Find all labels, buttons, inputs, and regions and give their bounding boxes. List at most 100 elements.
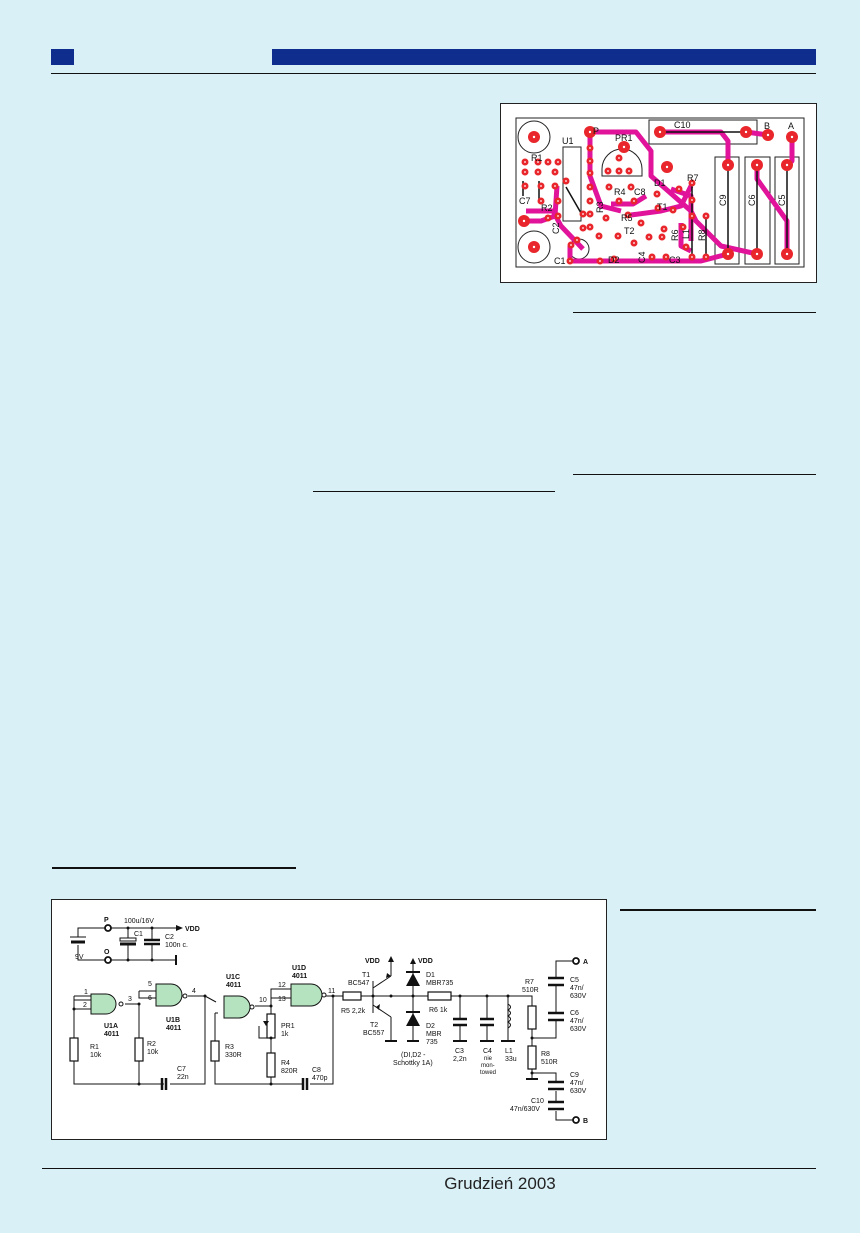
pin-label: 5 — [148, 981, 152, 988]
pcb-drill-hole — [658, 130, 662, 134]
pin-label: 1 — [84, 989, 88, 996]
pcb-drill-hole — [726, 252, 730, 256]
terminal-o — [104, 956, 112, 964]
page-number-block — [51, 49, 74, 65]
label-t2-value: BC557 — [363, 1030, 385, 1037]
pcb-drill-hole — [557, 161, 559, 163]
label-c8-value: 470p — [312, 1075, 328, 1082]
label-c4-note-2: mon- — [481, 1063, 495, 1069]
pcb-drill-hole — [547, 217, 549, 219]
pcb-drill-hole — [633, 200, 635, 202]
label-u1b: U1B — [166, 1017, 180, 1024]
label-c9-value: 47n/ — [570, 1080, 584, 1087]
pcb-drill-hole — [540, 185, 542, 187]
pcb-drill-hole — [565, 180, 567, 182]
pcb-drill-hole — [589, 186, 591, 188]
divider — [313, 491, 555, 492]
pcb-drill-hole — [617, 235, 619, 237]
pcb-drill-hole — [766, 133, 770, 137]
pcb-drill-hole — [522, 219, 526, 223]
schematic-nand-gates — [90, 983, 323, 1019]
pcb-label-r6: R6 — [670, 229, 680, 241]
label-u1c-ic: 4011 — [226, 982, 241, 989]
label-pr1-value: 1k — [281, 1031, 289, 1038]
pcb-drill-hole — [547, 161, 549, 163]
pcb-drill-hole — [618, 200, 620, 202]
label-r8: R8 — [541, 1051, 550, 1058]
pcb-drill-hole — [613, 258, 615, 260]
gate-u1d — [290, 983, 323, 1007]
label-t1: T1 — [362, 972, 370, 979]
pcb-label-c8: C8 — [634, 187, 646, 197]
label-c10-value: 47n/630V — [510, 1106, 540, 1113]
pcb-label-c5: C5 — [777, 194, 787, 206]
label-c4-note: nie — [484, 1056, 493, 1062]
label-c7-value: 22n — [177, 1074, 189, 1081]
pcb-drill-hole — [790, 135, 794, 139]
pin-label: 3 — [128, 996, 132, 1003]
pcb-drill-hole — [589, 200, 591, 202]
label-a: A — [583, 959, 588, 966]
label-diode-note-2: Schottky 1A) — [393, 1060, 433, 1067]
pcb-component-outlines — [522, 131, 788, 256]
pcb-drill-hole — [640, 222, 642, 224]
pcb-label-a: A — [788, 121, 794, 131]
label-d1: D1 — [426, 972, 435, 979]
divider — [573, 474, 816, 475]
pcb-drill-hole — [691, 199, 693, 201]
pcb-label-u1: U1 — [562, 136, 574, 146]
pcb-drill-hole — [532, 245, 536, 249]
pcb-label-pr1: PR1 — [615, 133, 633, 143]
pcb-label-c1: C1 — [554, 256, 566, 266]
pcb-drill-hole — [622, 145, 626, 149]
pcb-drill-hole — [678, 188, 680, 190]
pcb-drill-hole — [682, 226, 684, 228]
pcb-drill-hole — [628, 170, 630, 172]
label-t2: T2 — [370, 1022, 378, 1029]
schematic-figure: P O 9V 100u/16V C1 C2 100n c. VDD 1 2 3 … — [51, 899, 607, 1140]
pcb-drill-hole — [607, 170, 609, 172]
pin-label: 4 — [192, 988, 196, 995]
terminal-p — [104, 924, 112, 932]
pcb-label-l1: L1 — [681, 229, 691, 239]
label-vdd-d1: VDD — [418, 958, 433, 965]
footer-date: Grudzień 2003 — [444, 1174, 556, 1193]
pcb-drill-hole — [570, 244, 572, 246]
pcb-drill-hole — [657, 207, 659, 209]
header-rule — [51, 73, 816, 74]
label-r6: R6 1k — [429, 1007, 448, 1014]
label-r7-value: 510R — [522, 987, 539, 994]
label-l1: L1 — [505, 1048, 513, 1055]
pin-label: 6 — [148, 995, 152, 1002]
pcb-drill-hole — [599, 260, 601, 262]
pcb-label-b: B — [764, 121, 770, 131]
gate-u1b — [155, 983, 183, 1007]
label-c8: C8 — [312, 1067, 321, 1074]
pcb-drill-hole — [582, 227, 584, 229]
label-r1: R1 — [90, 1044, 99, 1051]
pcb-pads — [518, 126, 798, 265]
pcb-drill-hole — [540, 200, 542, 202]
pcb-drill-hole — [705, 256, 707, 258]
pcb-figure: U1 PR1 P C10 B A R1 C7 R2 C2 C1 R4 C8 R3… — [500, 103, 817, 283]
label-b: B — [583, 1118, 588, 1125]
label-p: P — [104, 917, 109, 924]
label-battery: 9V — [75, 954, 84, 961]
schematic-resistors — [69, 991, 537, 1078]
label-c9-voltage: 630V — [570, 1088, 587, 1095]
pcb-drill-hole — [672, 209, 674, 211]
pcb-drill-hole — [588, 130, 592, 134]
label-r5: R5 2,2k — [341, 1008, 366, 1015]
schematic-wires — [70, 927, 574, 1121]
circuit-schematic: P O 9V 100u/16V C1 C2 100n c. VDD 1 2 3 … — [69, 917, 588, 1125]
label-d1-value: MBR735 — [426, 980, 453, 987]
label-l1-value: 33u — [505, 1056, 517, 1063]
pcb-labels: U1 PR1 P C10 B A R1 C7 R2 C2 C1 R4 C8 R3… — [519, 120, 794, 266]
pin-label: 2 — [83, 1002, 87, 1009]
label-c3-value: 2,2n — [453, 1056, 467, 1063]
pcb-drill-hole — [726, 163, 730, 167]
terminal-b — [572, 1116, 580, 1124]
pcb-drill-hole — [576, 239, 578, 241]
pcb-drill-hole — [537, 161, 539, 163]
pcb-drill-hole — [685, 246, 687, 248]
